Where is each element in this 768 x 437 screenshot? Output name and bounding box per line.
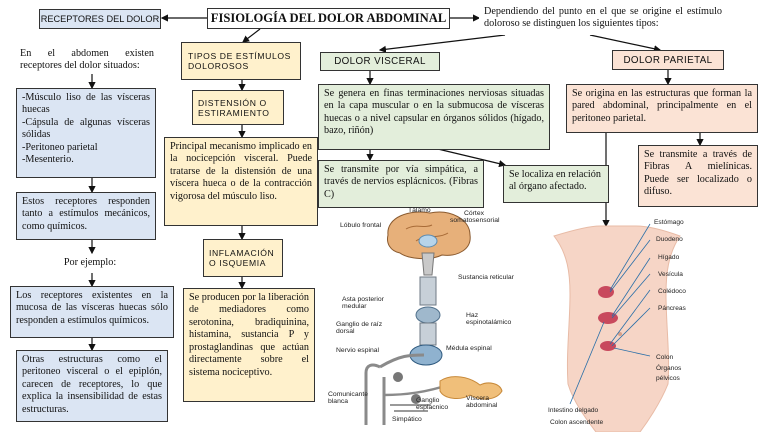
label-simpatico: Simpático [392,416,422,423]
distension-text: Principal mecanismo implicado en la noci… [164,137,318,226]
label-coledoco: Colédoco [658,288,686,295]
label-pancreas: Páncreas [658,305,686,312]
location-item: -Músculo liso de las vísceras huecas [22,92,150,116]
label-vesicula: Vesícula [658,271,683,278]
header-tipos-estimulos: TIPOS DE ESTÍMULOS DOLOROSOS [181,42,301,80]
label-talamo: Tálamo [408,207,431,214]
label-ganglio-raiz: Ganglio de raíz dorsal [336,321,383,335]
label-nervio-espinal: Nervio espinal [336,347,380,354]
page-title: FISIOLOGÍA DEL DOLOR ABDOMINAL [207,8,450,29]
label-cortex: Córtex somatosensorial [450,210,500,224]
header-distension: DISTENSIÓN O ESTIRAMIENTO [192,90,284,125]
visceral-localization: Se localiza en relación al órgano afecta… [503,165,609,203]
receptores-response: Estos receptores responden tanto a estím… [16,192,156,240]
label-haz-espinotalamico: Haz espinotalámico [466,312,512,326]
receptores-intro: En el abdomen existen receptores del dol… [18,46,156,74]
receptor-locations: -Músculo liso de las vísceras huecas -Cá… [16,88,156,178]
label-colon: Colon [656,354,674,361]
parietal-origin: Se origina en las estructuras que forman… [566,84,758,133]
label-organos: Órganos [656,365,682,372]
location-item: -Mesenterio. [22,154,74,166]
header-receptores-del-dolor: RECEPTORES DEL DOLOR [39,9,161,29]
nervous-system-diagram: Tálamo Córtex somatosensorial Lóbulo fro… [320,205,520,430]
label-colon-ascendente: Colon ascendente [550,419,604,426]
visceral-transmission: Se transmite por vía simpática, a través… [318,160,484,208]
nervous-pathway-illustration [364,211,503,425]
inflamacion-text: Se producen por la liberación de mediado… [183,288,315,402]
header-inflamacion: INFLAMACIÓN O ISQUEMIA [203,239,283,277]
label-ganglio-esplacnico: Ganglio esplácnico [416,397,449,411]
label-duodeno: Duodeno [656,236,683,243]
label-comunicante-blanca: Comunicante blanca [328,391,369,405]
label-intestino-delgado: Intestino delgado [548,407,599,414]
header-dolor-visceral: DOLOR VISCERAL [320,52,440,71]
label-asta-posterior: Asta posterior medular [342,296,384,310]
parietal-transmission: Se transmite a través de Fibras A mielín… [638,145,758,207]
label-estomago: Estómago [654,219,684,226]
label-higado: Hígado [658,254,680,261]
header-dolor-parietal: DOLOR PARIETAL [612,50,724,70]
other-structures: Otras estructuras como el peritoneo visc… [16,350,168,422]
label-lobulo-frontal: Lóbulo frontal [340,222,382,229]
intro-text: Dependiendo del punto en el que se origi… [479,3,727,35]
label-medula-espinal: Médula espinal [446,345,492,352]
label-sustancia-reticular: Sustancia reticular [458,274,514,281]
label-viscera-abdominal: Víscera abdominal [466,395,498,409]
abdomen-figure: Estómago Duodeno Hígado Vesícula Colédoc… [540,214,768,433]
example-text: Los receptores existentes en la mucosa d… [10,286,174,338]
location-item: -Cápsula de algunas vísceras sólidas [22,116,150,141]
location-item: -Peritoneo parietal [22,141,98,153]
label-pelvicos: pélvicos [656,375,680,382]
visceral-origin: Se genera en finas terminaciones nervios… [318,84,550,150]
example-label: Por ejemplo: [30,257,150,273]
torso-illustration [553,223,681,433]
